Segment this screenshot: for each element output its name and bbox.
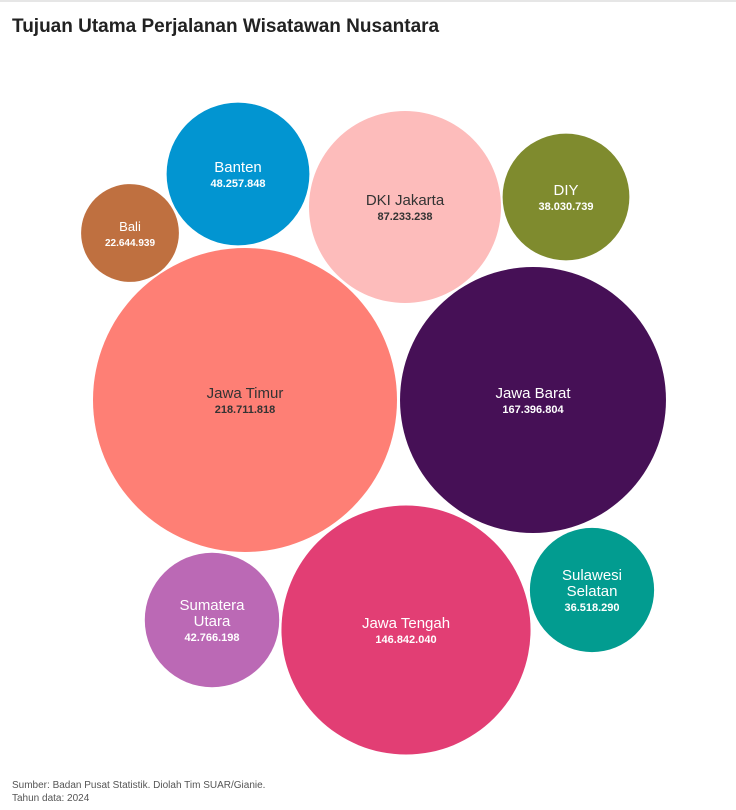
bubble-label: Jawa Tengah [362,615,450,632]
source-note: Sumber: Badan Pusat Statistik. Diolah Ti… [12,779,265,805]
bubble-value: 146.842.040 [375,634,436,646]
bubble-circle [309,111,501,303]
year-text: Tahun data: 2024 [12,793,90,804]
bubble-value: 38.030.739 [538,201,593,213]
bubble-label: DKI Jakarta [366,192,445,209]
bubble-label: Bali [119,219,141,234]
bubble-label: DIY [553,182,578,199]
bubble-circle [281,505,531,755]
source-text: Sumber: Badan Pusat Statistik. Diolah Ti… [12,780,266,791]
bubble-circle [502,133,630,261]
bubble-banten: Banten 48.257.848 [166,102,310,246]
bubble-label: Jawa Timur [207,385,284,402]
bubble-jawa-timur: Jawa Timur 218.711.818 [93,248,397,552]
bubble-jawa-tengah: Jawa Tengah 146.842.040 [281,505,531,755]
bubble-bali: Bali 22.644.939 [81,184,179,282]
bubble-value: 87.233.238 [377,211,432,223]
bubble-circle [529,527,655,653]
bubble-label: Banten [214,159,262,176]
bubble-label: Selatan [567,583,618,600]
bubble-circle [93,248,397,552]
bubble-value: 167.396.804 [502,404,564,416]
bubble-label: Sulawesi [562,567,622,584]
bubble-label: Jawa Barat [495,385,571,402]
chart-title: Tujuan Utama Perjalanan Wisatawan Nusant… [12,16,440,37]
bubble-value: 36.518.290 [564,602,619,614]
bubble-circle [166,102,310,246]
bubble-label: Utara [194,613,231,630]
bubble-value: 22.644.939 [105,238,155,249]
bubble-jawa-barat: Jawa Barat 167.396.804 [400,267,666,533]
bubble-value: 218.711.818 [215,404,276,416]
bubble-diy: DIY 38.030.739 [502,133,630,261]
bubble-value: 48.257.848 [210,178,265,190]
bubble-label: Sumatera [179,597,245,614]
bubble-circle [400,267,666,533]
bubble-value: 42.766.198 [184,632,239,644]
bubble-circle [81,184,179,282]
bubble-dki-jakarta: DKI Jakarta 87.233.238 [309,111,501,303]
bubble-circle [144,552,280,688]
